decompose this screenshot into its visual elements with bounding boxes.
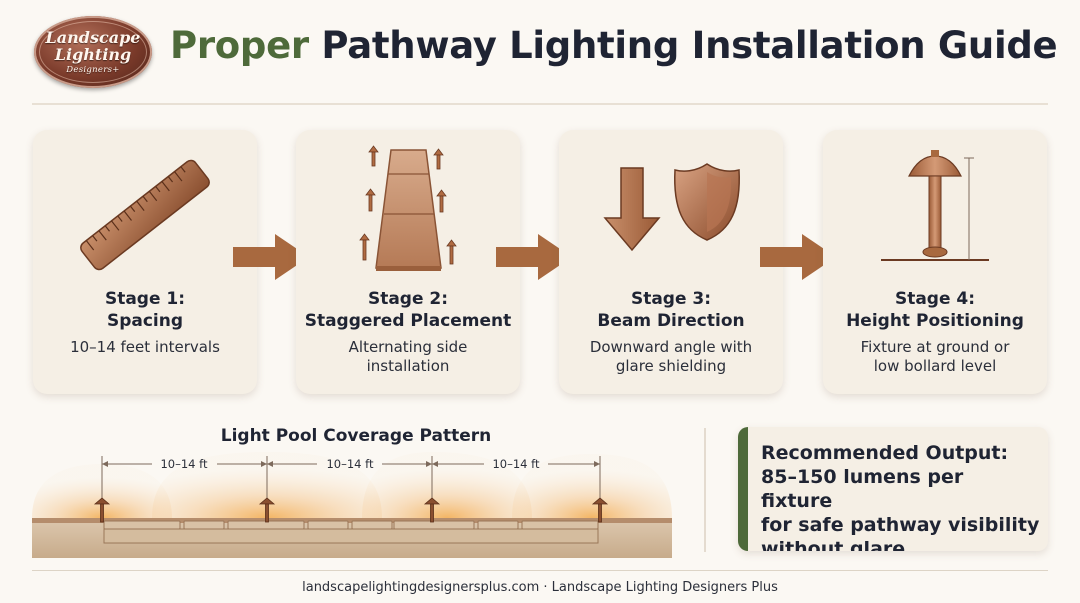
- title-accent-word: Proper: [170, 24, 309, 67]
- flow-arrow-2-icon: [496, 234, 572, 280]
- stage-4-title: Stage 4: Height Positioning: [829, 288, 1041, 332]
- path-light-fixture-icon: [881, 150, 989, 261]
- logo-text-line2: Lighting: [54, 45, 132, 64]
- stage-4-number: Stage 4:: [894, 289, 976, 309]
- output-line-1: Recommended Output:: [761, 442, 1009, 464]
- stage-2-number: Stage 2:: [367, 289, 449, 309]
- stage-3-desc-line2: glare shielding: [615, 357, 727, 375]
- logo-badge: [34, 16, 152, 88]
- output-line-2: 85–150 lumens per fixture: [761, 466, 964, 512]
- stage-2-title: Stage 2: Staggered Placement: [302, 288, 514, 332]
- stage-2-name: Staggered Placement: [304, 311, 512, 331]
- coverage-title: Light Pool Coverage Pattern: [220, 426, 492, 446]
- down-arrow-shield-icon: [603, 163, 740, 252]
- stage-4-desc-line1: Fixture at ground or: [860, 338, 1010, 356]
- stage-4-name: Height Positioning: [846, 311, 1024, 331]
- callout-accent-bar: [738, 427, 748, 551]
- ruler-icon: [80, 159, 210, 271]
- spacing-label-1: 10–14 ft: [160, 457, 208, 471]
- output-line-3: for safe pathway visibility: [761, 514, 1040, 536]
- stage-1-name: Spacing: [106, 311, 184, 331]
- stage-2-description: Alternating side installation: [310, 338, 506, 376]
- logo-text-line1: Landscape: [45, 28, 141, 47]
- recommended-output-callout: Recommended Output: 85–150 lumens per fi…: [738, 427, 1048, 551]
- spacing-label-2: 10–14 ft: [326, 457, 374, 471]
- stage-4-description: Fixture at ground or low bollard level: [837, 338, 1033, 376]
- spacing-label-3: 10–14 ft: [492, 457, 540, 471]
- recommended-output-text: Recommended Output: 85–150 lumens per fi…: [761, 441, 1040, 551]
- light-pool-coverage-diagram: 10–14 ft 10–14 ft 10–14 ft: [32, 452, 672, 558]
- header-divider: [32, 103, 1048, 105]
- stage-2-desc-line2: installation: [366, 357, 450, 375]
- section-divider: [704, 428, 706, 552]
- stage-1-description: 10–14 feet intervals: [47, 338, 243, 357]
- page-title: Proper Pathway Lighting Installation Gui…: [170, 24, 1058, 67]
- pathway-pavers: [103, 520, 599, 544]
- spacing-dimension-lines: [101, 456, 601, 510]
- stage-card-2: Stage 2: Staggered Placement Alternating…: [296, 130, 520, 394]
- stage-4-desc-line2: low bollard level: [873, 357, 997, 375]
- flow-arrow-1-icon: [233, 234, 309, 280]
- stage-card-4: Stage 4: Height Positioning Fixture at g…: [823, 130, 1047, 394]
- stage-card-1: Stage 1: Spacing 10–14 feet intervals: [33, 130, 257, 394]
- company-logo: Landscape Lighting Designers+: [34, 16, 152, 88]
- stage-1-title: Stage 1: Spacing: [39, 288, 251, 332]
- stage-1-desc-line1: 10–14 feet intervals: [70, 338, 220, 356]
- staggered-path-icon: [359, 145, 457, 271]
- stage-3-name: Beam Direction: [597, 311, 745, 331]
- output-line-4: without glare: [761, 538, 906, 551]
- stage-3-description: Downward angle with glare shielding: [573, 338, 769, 376]
- light-pool-4: [512, 454, 672, 518]
- stage-3-number: Stage 3:: [630, 289, 712, 309]
- stage-3-desc-line1: Downward angle with: [589, 338, 753, 356]
- stage-card-3: Stage 3: Beam Direction Downward angle w…: [559, 130, 783, 394]
- stage-2-desc-line1: Alternating side: [348, 338, 468, 356]
- footer-credit: landscapelightingdesignersplus.com · Lan…: [302, 580, 778, 595]
- light-pool-3: [362, 452, 532, 518]
- path-light-fixtures: [93, 497, 609, 523]
- flow-arrow-3-icon: [760, 234, 836, 280]
- footer-divider: [32, 570, 1048, 571]
- stage-1-number: Stage 1:: [104, 289, 186, 309]
- title-rest: Pathway Lighting Installation Guide: [321, 24, 1058, 67]
- logo-text-line3: Designers+: [66, 65, 120, 75]
- stage-3-title: Stage 3: Beam Direction: [565, 288, 777, 332]
